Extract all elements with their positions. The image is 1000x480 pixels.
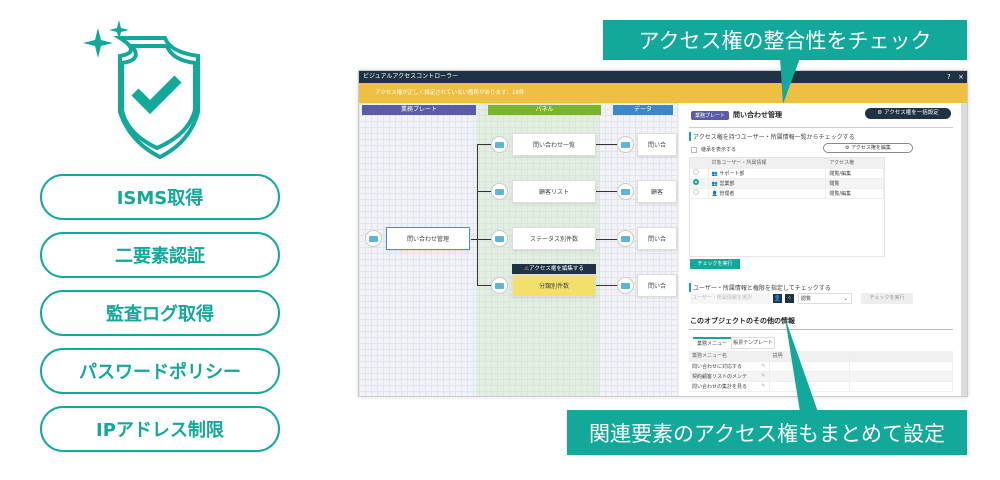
shield-check-icon: [83, 20, 200, 160]
user-picker-icon[interactable]: 👤: [773, 294, 782, 303]
help-icon[interactable]: ?: [947, 73, 951, 81]
feature-label: IPアドレス制限: [96, 420, 224, 441]
feature-label: パスワードポリシー: [79, 362, 241, 383]
row-name: 管理者: [719, 190, 735, 197]
feature-isms: ISMS取得: [40, 174, 280, 220]
column-header-panel: パネル: [488, 105, 601, 115]
tooltip-label: アクセス権を編集する: [529, 266, 584, 272]
data-node[interactable]: 問い合: [637, 274, 677, 297]
menu-name: 問い合わせの集計を見る: [692, 383, 748, 390]
edit-access-button[interactable]: ⚙ アクセス権を編集: [823, 143, 913, 153]
panel-node[interactable]: 問い合わせ一覧: [512, 133, 596, 156]
permission-select[interactable]: 閲覧 ⌄: [798, 293, 852, 304]
menu-name: 問い合わせに対応する: [692, 363, 743, 370]
permission-value: 閲覧: [801, 296, 812, 302]
inherit-checkbox[interactable]: [691, 147, 697, 153]
column-header: 対象ユーザー・所属情報: [708, 158, 827, 169]
feature-label: ISMS取得: [116, 188, 204, 209]
folder-icon: [617, 183, 634, 200]
table-row[interactable]: 👤 管理者 閲覧/編集: [690, 188, 884, 199]
scrollbar[interactable]: [961, 103, 967, 396]
run-check-button-disabled[interactable]: チェックを実行: [861, 293, 913, 304]
chevron-down-icon: ⌄: [843, 296, 848, 302]
edit-pencil-icon[interactable]: ✎: [761, 382, 766, 389]
table-row[interactable]: 問い合わせに対応する ✎: [689, 361, 953, 372]
menu-name: 契約顧客リストのメンテ: [692, 373, 748, 380]
title-bar: ビジュアルアクセスコントローラー: [359, 71, 967, 83]
table-row[interactable]: 契約顧客リストのメンテ ✎: [689, 371, 953, 382]
callout-top: アクセス権の整合性をチェック: [603, 20, 967, 60]
edit-access-tooltip[interactable]: ⚠アクセス権を編集する: [512, 264, 596, 274]
row-name: 営業部: [719, 180, 735, 187]
column-header: 説明: [769, 351, 850, 362]
column-header-data: データ: [613, 105, 673, 115]
window-title: ビジュアルアクセスコントローラー: [363, 73, 459, 80]
folder-icon: [365, 230, 382, 247]
detail-panel: 業務プレート 問い合わせ管理 ⚙ アクセス権を一括設定 アクセス権を持つユーザー…: [681, 103, 961, 396]
group-icon: 👥: [711, 170, 718, 177]
other-info-heading: このオブジェクトのその他の情報: [690, 317, 795, 325]
inherit-label: 継承を表示する: [701, 147, 737, 153]
feature-ip-restriction: IPアドレス制限: [40, 406, 280, 452]
panel-node[interactable]: ステータス別件数: [512, 227, 596, 250]
user-select-input[interactable]: ユーザー・所属情報を選択: [690, 293, 770, 304]
run-check-button[interactable]: チェックを実行: [690, 259, 740, 269]
folder-icon: [491, 136, 508, 153]
radio-button[interactable]: [693, 169, 699, 175]
edit-pencil-icon[interactable]: ✎: [761, 362, 766, 369]
app-window: ビジュアルアクセスコントローラー ? × アクセス権が正しく設定されていない箇所…: [358, 70, 968, 397]
bulk-access-button[interactable]: ⚙ アクセス権を一括設定: [865, 108, 951, 119]
feature-password-policy: パスワードポリシー: [40, 348, 280, 394]
warning-icon: ⚠: [524, 266, 530, 272]
feature-audit-log: 監査ログ取得: [40, 290, 280, 336]
table-row[interactable]: 👥 営業部 閲覧: [690, 178, 884, 189]
folder-icon: [491, 183, 508, 200]
root-node[interactable]: 問い合わせ管理: [386, 227, 470, 250]
panel-node[interactable]: 顧客リスト: [512, 180, 596, 203]
warning-bar: アクセス権が正しく設定されていない箇所があります：16件: [359, 83, 967, 103]
type-badge: 業務プレート: [691, 111, 730, 120]
edit-pencil-icon[interactable]: ✎: [761, 372, 766, 379]
folder-icon: [617, 136, 634, 153]
feature-label: 二要素認証: [115, 246, 205, 267]
callout-bottom: 関連要素のアクセス権もまとめて設定: [567, 410, 967, 455]
column-header-plate: 業務プレート: [362, 105, 476, 115]
folder-icon: [617, 230, 634, 247]
data-node[interactable]: 問い合: [637, 227, 677, 250]
radio-button[interactable]: [693, 189, 699, 195]
column-header: アクセス権: [825, 158, 884, 169]
tab-report-template[interactable]: 帳票テンプレート: [731, 337, 775, 349]
row-name: サポート部: [719, 170, 745, 177]
button-label: アクセス権を一括設定: [883, 110, 939, 116]
diagram-canvas[interactable]: 業務プレート パネル データ 問い合わせ管理 問い合わせ一覧 顧客リスト ステー…: [359, 103, 679, 396]
table-row[interactable]: 👥 サポート部 閲覧/編集: [690, 168, 884, 179]
object-title: 問い合わせ管理: [733, 111, 782, 119]
section-heading: ユーザー・所属情報と権限を指定してチェックする: [689, 283, 831, 292]
group-icon: 👥: [711, 180, 718, 187]
row-access: 閲覧/編集: [825, 188, 884, 199]
column-header: 業務メニュー名: [689, 351, 770, 362]
radio-button-selected[interactable]: [693, 179, 699, 185]
folder-icon: [491, 230, 508, 247]
close-icon[interactable]: ×: [958, 73, 964, 81]
button-label: アクセス権を編集: [851, 145, 891, 151]
user-icon: 👤: [711, 190, 718, 197]
section-heading: アクセス権を持つユーザー・所属情報一覧からチェックする: [689, 132, 855, 141]
row-access: 閲覧/編集: [825, 168, 884, 179]
folder-icon: [617, 277, 634, 294]
feature-label: 監査ログ取得: [106, 304, 214, 325]
folder-icon: [491, 277, 508, 294]
data-node[interactable]: 問い合: [637, 133, 677, 156]
panel-node-highlighted[interactable]: 分類別件数: [512, 274, 596, 297]
org-picker-icon[interactable]: ⁘: [785, 294, 794, 303]
tab-business-menu[interactable]: 業務メニュー: [693, 337, 731, 349]
access-table: 対象ユーザー・所属情報アクセス権 👥 サポート部閲覧/編集 👥 営業部閲覧 👤 …: [690, 158, 884, 199]
menu-table: 業務メニュー名説明 問い合わせに対応する ✎ 契約顧客リストのメンテ ✎ 問い合わせ…: [689, 351, 953, 392]
data-node[interactable]: 顧客: [637, 180, 677, 203]
row-access: 閲覧: [825, 178, 884, 189]
feature-2fa: 二要素認証: [40, 232, 280, 278]
